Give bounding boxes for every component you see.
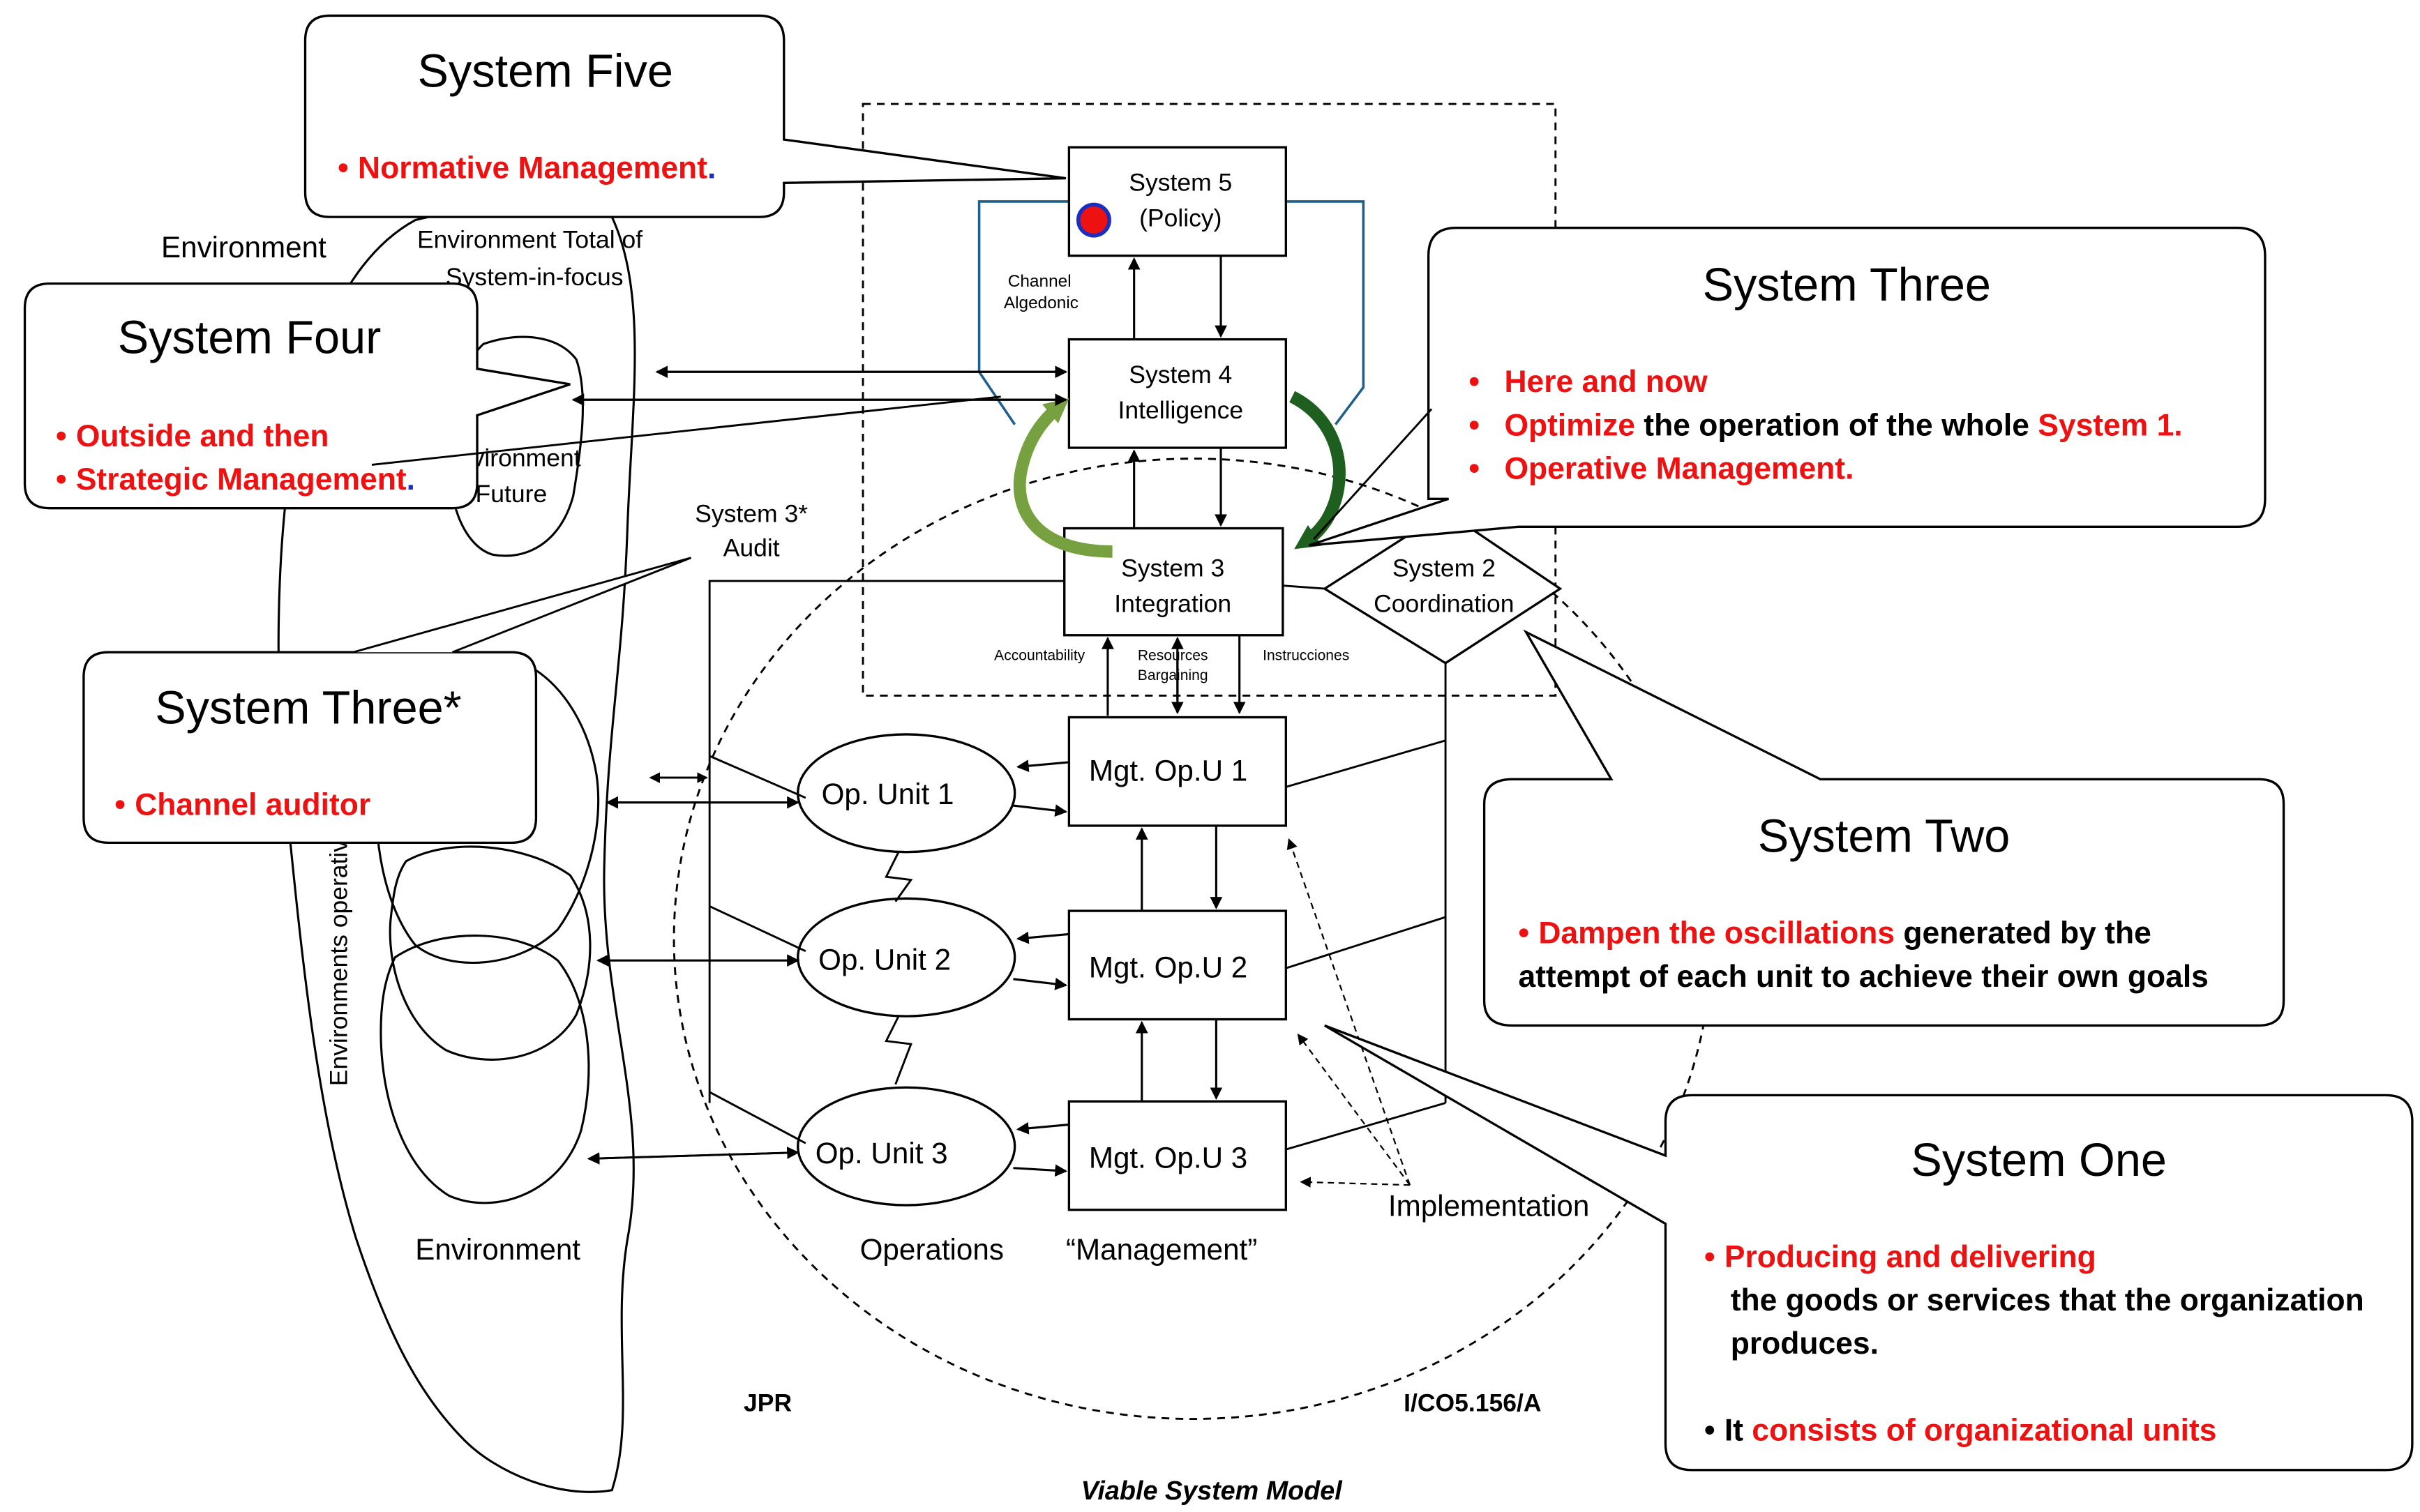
- system-4-sublabel: Intelligence: [1118, 396, 1243, 424]
- diagram-caption: Viable System Model: [1081, 1476, 1344, 1505]
- system-two-title: System Two: [1758, 811, 2011, 863]
- impl-arrow-1: [1286, 838, 1411, 1186]
- environment-top-label: Environment: [161, 231, 326, 264]
- mgt-op-unit-3-box: [1067, 1100, 1287, 1211]
- code-label: I/CO5.156/A: [1404, 1389, 1541, 1416]
- env-total-label-2: System-in-focus: [446, 263, 624, 291]
- system-2-label: System 2: [1392, 554, 1496, 582]
- bargaining-label: Bargaining: [1138, 667, 1208, 683]
- mgt-op-unit-2-box: [1067, 909, 1287, 1021]
- system-5-label: System 5: [1129, 168, 1232, 196]
- jpr-label: JPR: [744, 1389, 792, 1416]
- s3-s2-link: [1282, 584, 1327, 590]
- system-five-title: System Five: [418, 46, 673, 98]
- system-two-line-1: •Dampen the oscillations generated by th…: [1518, 916, 2151, 951]
- system-four-bullet-1: •Outside and then: [56, 419, 329, 453]
- env-future-label-2: Future: [476, 480, 548, 508]
- op-unit-1: [797, 733, 1016, 854]
- op2-to-mgt2-arrow: [1013, 978, 1068, 990]
- system-3-label: System 3: [1121, 554, 1224, 582]
- impl-arrow-2: [1297, 1033, 1411, 1186]
- system-one-title: System One: [1911, 1135, 2166, 1186]
- s3-callout-pointer: [1313, 408, 1433, 540]
- oscillation-2-3: [885, 1015, 912, 1085]
- coord-mgt1-link: [1285, 739, 1446, 788]
- impl-arrow-3: [1300, 1177, 1411, 1188]
- s3star-label-1: System 3*: [695, 500, 808, 528]
- op3-to-mgt3-arrow: [1013, 1164, 1068, 1177]
- system-five-callout: System Five •Normative Management.: [303, 14, 1067, 218]
- system-one-line-3: produces.: [1731, 1326, 1879, 1361]
- environment-bottom-label: Environment: [415, 1233, 580, 1266]
- system-three-star-bullet: •Channel auditor: [114, 787, 370, 822]
- system-5-box: [1067, 146, 1287, 257]
- accountability-label: Accountability: [994, 647, 1085, 663]
- op-unit-3: [797, 1086, 1016, 1207]
- s4-to-s3-green-arrow: [1289, 391, 1346, 550]
- s4-callout-pointer: [371, 395, 1001, 466]
- algedonic-label: Algedonic: [1004, 294, 1079, 312]
- algedonic-channel-right: [1286, 200, 1365, 425]
- system-5-sublabel: (Policy): [1139, 204, 1222, 232]
- system-three-callout: System Three •Here and now •Optimize the…: [1309, 227, 2267, 547]
- system-one-callout: System One •Producing and delivering the…: [1324, 1024, 2414, 1472]
- op-env-2-outline: [389, 845, 592, 1061]
- mgt3-to-op3-arrow: [1016, 1121, 1069, 1135]
- env-op3-arrow-l: [587, 1151, 798, 1165]
- algedonic-alert-dot: [1076, 202, 1111, 238]
- system-three-bullet-2: •Optimize the operation of the whole Sys…: [1468, 408, 2182, 442]
- system-3-sublabel: Integration: [1114, 589, 1231, 617]
- op-env-3-outline: [379, 934, 590, 1204]
- env-total-label-1: Environment Total of: [417, 226, 642, 254]
- audit-op2-link: [709, 905, 806, 953]
- audit-op1-link: [709, 755, 806, 799]
- system-three-star-title: System Three*: [155, 682, 461, 734]
- system-two-line-2: attempt of each unit to achieve their ow…: [1518, 960, 2208, 994]
- mgt-op-unit-2-label: Mgt. Op.U 2: [1089, 951, 1247, 984]
- system-three-bullet-3: •Operative Management.: [1468, 451, 1854, 485]
- mgt-op-unit-3-label: Mgt. Op.U 3: [1089, 1142, 1247, 1174]
- system-one-line-2: the goods or services that the organizat…: [1731, 1283, 2364, 1317]
- mgt-op-unit-1-label: Mgt. Op.U 1: [1089, 755, 1247, 787]
- s3-to-s4-green-arrow: [1013, 398, 1113, 558]
- system-4-label: System 4: [1129, 361, 1232, 388]
- audit-channel: [708, 580, 1065, 1103]
- system-four-callout: System Four •Outside and then •Strategic…: [23, 282, 571, 510]
- system-four-bullet-2: •Strategic Management.: [56, 462, 415, 497]
- system-one-bullet-2: •It consists of organizational units: [1704, 1414, 2217, 1448]
- system-five-bullet: •Normative Management.: [338, 151, 716, 186]
- op-unit-3-label: Op. Unit 3: [816, 1137, 948, 1170]
- instrucciones-label: Instrucciones: [1263, 647, 1349, 663]
- s3star-callout-pointer: [352, 557, 692, 653]
- mgt2-to-op2-arrow: [1016, 931, 1069, 944]
- system-two-callout: System Two •Dampen the oscillations gene…: [1482, 629, 2285, 1027]
- system-three-title: System Three: [1703, 259, 1991, 311]
- system-one-bullet-1: •Producing and delivering: [1704, 1240, 2096, 1274]
- implementation-label: Implementation: [1388, 1190, 1589, 1223]
- system-four-title: System Four: [118, 312, 382, 364]
- resources-label: Resources: [1138, 647, 1208, 663]
- op1-to-mgt1-arrow: [1013, 804, 1068, 817]
- system-three-star-callout: System Three* •Channel auditor: [82, 651, 538, 845]
- algedonic-channel-left: [977, 200, 1069, 425]
- operations-label: Operations: [860, 1233, 1004, 1266]
- coord-mgt2-link: [1285, 916, 1446, 969]
- oscillation-1-2: [885, 852, 913, 902]
- op-unit-2-label: Op. Unit 2: [818, 943, 951, 976]
- s3star-label-2: Audit: [723, 534, 780, 562]
- op-unit-1-label: Op. Unit 1: [822, 778, 954, 810]
- channel-label: Channel: [1008, 272, 1072, 291]
- mgt1-to-op1-arrow: [1016, 759, 1069, 772]
- system-2-sublabel: Coordination: [1374, 589, 1514, 617]
- coord-mgt3-link: [1285, 1102, 1446, 1151]
- audit-op3-link: [709, 1091, 806, 1144]
- system-three-bullet-1: •Here and now: [1468, 365, 1708, 399]
- management-label: “Management”: [1066, 1233, 1257, 1266]
- mgt-op-unit-1-box: [1067, 716, 1287, 827]
- system-4-box: [1067, 338, 1287, 449]
